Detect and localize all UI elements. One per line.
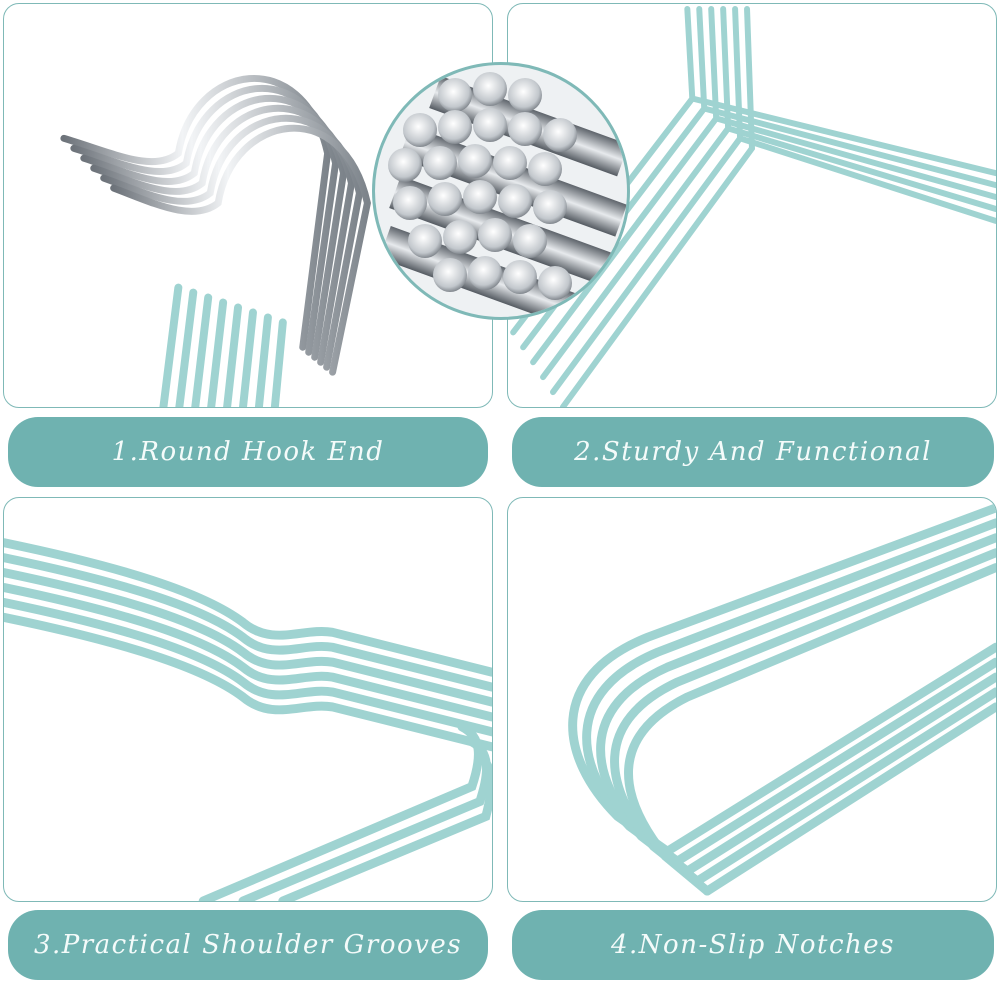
caption-practical-shoulder-grooves: 3.Practical Shoulder Grooves	[8, 910, 488, 980]
non-slip-notches-image	[568, 503, 996, 896]
caption-sturdy-and-functional: 2.Sturdy And Functional	[512, 417, 994, 487]
shoulder-grooves-image	[4, 538, 492, 901]
chrome-hooks-image	[60, 75, 371, 407]
caption-non-slip-notches: 4.Non-Slip Notches	[512, 910, 994, 980]
panel-practical-shoulder-grooves	[3, 497, 493, 902]
caption-round-hook-end: 1.Round Hook End	[8, 417, 488, 487]
panel-non-slip-notches	[507, 497, 997, 902]
cross-section-magnifier	[372, 62, 630, 320]
